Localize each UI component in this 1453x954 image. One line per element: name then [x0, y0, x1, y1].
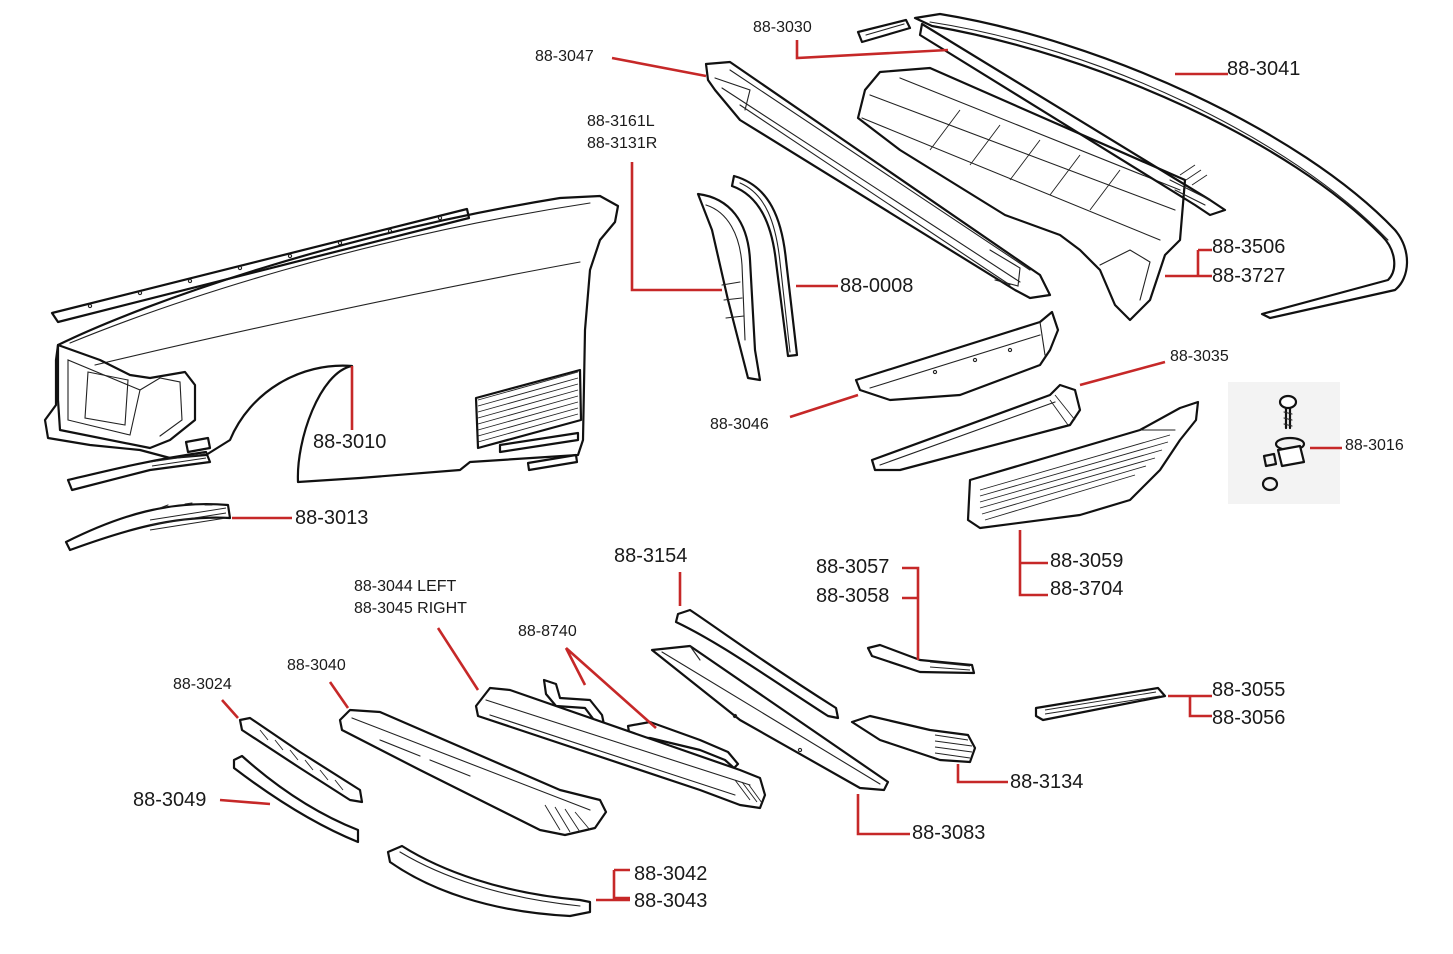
- callout-leaders: [219, 40, 1342, 902]
- long-trim-strip-part: [674, 608, 840, 720]
- label-88-3041: 88-3041: [1227, 58, 1301, 80]
- small-trim-piece-part: [866, 643, 976, 675]
- long-sill-part: [650, 644, 890, 792]
- label-88-3044-left: 88-3044 LEFT: [354, 578, 457, 595]
- pillar-part-left-right: [696, 192, 762, 382]
- rear-lower-panel-part: [966, 400, 1200, 530]
- label-88-8740: 88-8740: [518, 623, 577, 640]
- label-88-3013: 88-3013: [295, 507, 369, 529]
- label-88-3134: 88-3134: [1010, 771, 1084, 793]
- label-88-3045-right: 88-3045 RIGHT: [354, 600, 467, 617]
- label-88-3154: 88-3154: [614, 545, 688, 567]
- grille-strip-part: [1034, 686, 1167, 722]
- label-88-3161l: 88-3161L: [587, 113, 655, 130]
- label-88-3040: 88-3040: [287, 657, 346, 674]
- label-88-3083: 88-3083: [912, 822, 986, 844]
- label-88-3016: 88-3016: [1345, 437, 1404, 454]
- label-88-3506: 88-3506: [1212, 236, 1286, 258]
- lower-grille-part: [64, 502, 232, 552]
- label-88-3043: 88-3043: [634, 890, 708, 912]
- label-88-3059: 88-3059: [1050, 550, 1124, 572]
- label-88-3046: 88-3046: [710, 416, 769, 433]
- label-88-3042: 88-3042: [634, 863, 708, 885]
- label-88-3727: 88-3727: [1212, 265, 1286, 287]
- label-88-3035: 88-3035: [1170, 348, 1229, 365]
- label-88-3704: 88-3704: [1050, 578, 1124, 600]
- bumper-bar-part: [474, 686, 767, 810]
- rocker-cover-part: [854, 310, 1060, 402]
- windshield-header-part: [704, 60, 1052, 300]
- label-88-3055: 88-3055: [1212, 679, 1286, 701]
- label-88-3010: 88-3010: [313, 431, 387, 453]
- front-fender-part: [43, 194, 620, 492]
- label-88-3047: 88-3047: [535, 48, 594, 65]
- label-88-3024: 88-3024: [173, 676, 232, 693]
- label-88-3058: 88-3058: [816, 585, 890, 607]
- grille-part: [238, 716, 364, 804]
- label-88-3056: 88-3056: [1212, 707, 1286, 729]
- bumper-guard-part: [386, 844, 592, 918]
- top-trim-strip-part: [856, 18, 912, 44]
- front-bumper-part: [338, 708, 608, 837]
- corner-trim-part: [850, 714, 977, 764]
- roof-frame-part: [913, 12, 1409, 320]
- pillar-seal-part: [730, 174, 799, 358]
- hardware-inset-drawing: [1261, 394, 1340, 492]
- grille-trim-strip-part: [232, 754, 360, 844]
- label-88-3131r: 88-3131R: [587, 135, 658, 152]
- label-88-0008: 88-0008: [840, 275, 914, 297]
- label-88-3057: 88-3057: [816, 556, 890, 578]
- label-88-3030: 88-3030: [753, 19, 812, 36]
- label-88-3049: 88-3049: [133, 789, 207, 811]
- rear-deck-panel-part: [856, 66, 1187, 322]
- door-sill-strip-part: [870, 383, 1082, 472]
